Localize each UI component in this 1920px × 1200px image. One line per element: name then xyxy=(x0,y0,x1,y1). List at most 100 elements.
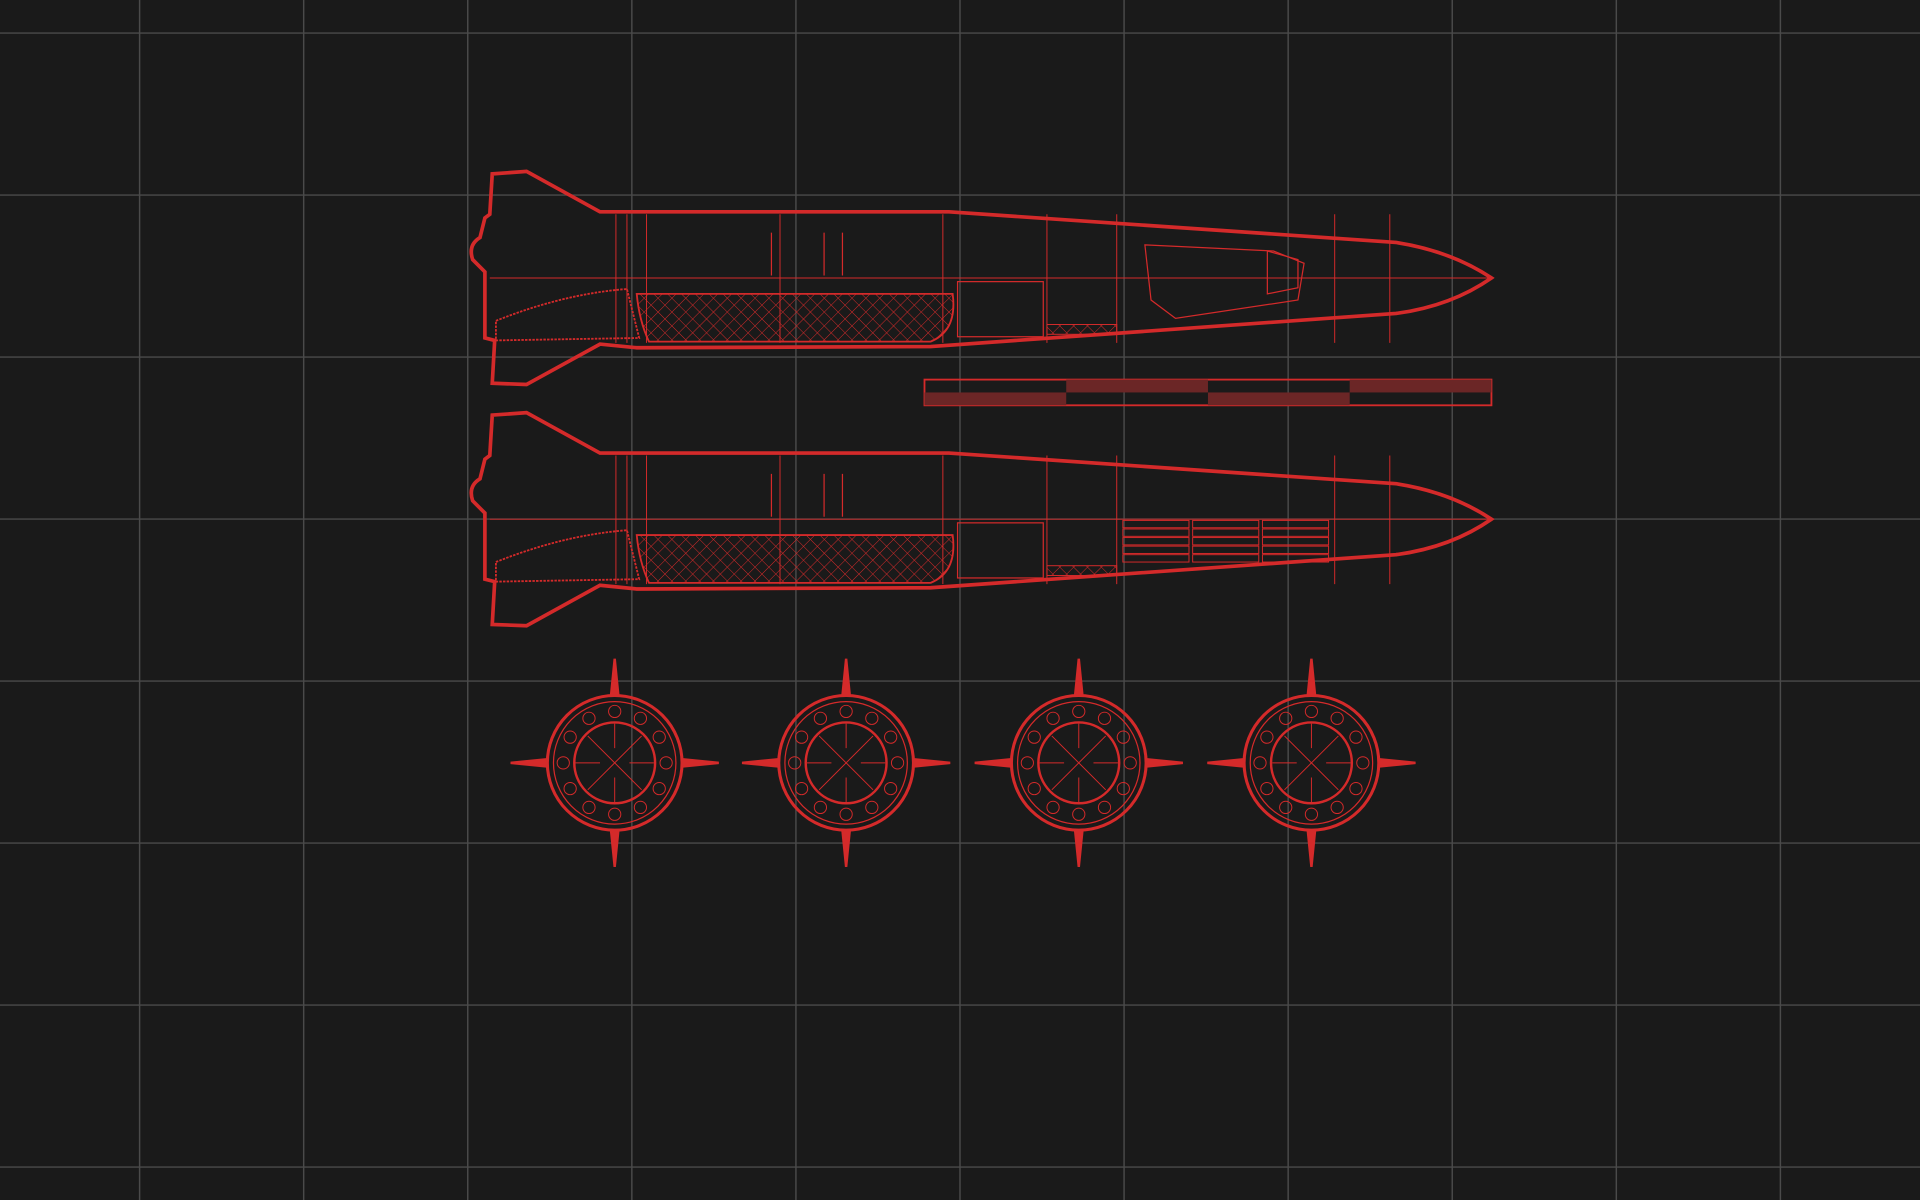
component-circle xyxy=(890,756,905,770)
component-circle xyxy=(1330,711,1344,725)
component-circle xyxy=(652,781,666,796)
component-circle xyxy=(813,800,828,815)
cross-section-views xyxy=(510,658,1416,868)
fuel-line xyxy=(1046,324,1118,335)
component-circle xyxy=(659,756,673,770)
component-circle xyxy=(1027,781,1041,796)
crosshair xyxy=(575,723,654,803)
rocket-motor-grain xyxy=(635,534,955,584)
submunition xyxy=(1261,528,1330,537)
submunition xyxy=(1261,519,1330,529)
fuel-line xyxy=(1046,565,1118,577)
nozzle-section xyxy=(495,529,641,583)
cross-section xyxy=(741,658,951,868)
submunition xyxy=(1192,537,1260,546)
nozzle-section xyxy=(495,288,641,342)
core-ring xyxy=(573,721,657,805)
core-ring xyxy=(1269,721,1354,805)
core-ring xyxy=(1037,721,1121,805)
component-circle xyxy=(1097,711,1112,725)
component-circle xyxy=(1072,704,1086,719)
missile-outline xyxy=(469,410,1495,628)
pod-nose xyxy=(1266,250,1299,295)
component-circle xyxy=(608,807,622,821)
rocket-motor-grain xyxy=(635,292,955,343)
missile-side-views xyxy=(469,169,1495,628)
inner-ring xyxy=(1249,701,1374,825)
fins xyxy=(510,658,719,868)
component-circle xyxy=(794,781,809,796)
component-circle xyxy=(582,711,596,725)
outer-ring xyxy=(1242,693,1381,832)
missile-outline xyxy=(469,169,1495,387)
component-circle xyxy=(1304,704,1319,719)
crosshair xyxy=(1272,723,1351,803)
core-ring xyxy=(804,721,888,805)
guidance-bay xyxy=(956,281,1044,338)
component-circle xyxy=(563,781,577,796)
cross-section xyxy=(974,658,1183,868)
fins xyxy=(741,658,951,868)
submunition xyxy=(1261,545,1330,554)
component-circle xyxy=(1046,800,1060,815)
component-circle xyxy=(1097,800,1112,815)
component-circle xyxy=(608,704,622,719)
component-circle xyxy=(563,730,577,744)
scale-bar-segment xyxy=(1349,379,1492,393)
submunition xyxy=(1192,545,1260,554)
submunition xyxy=(1122,519,1190,529)
submunition xyxy=(1122,554,1190,563)
crosshair xyxy=(806,723,886,803)
component-circle xyxy=(839,704,853,719)
component-circle xyxy=(1027,730,1041,744)
component-circle xyxy=(1072,807,1086,821)
fins xyxy=(1207,658,1416,868)
outer-ring xyxy=(545,693,684,832)
inner-ring xyxy=(552,701,677,825)
component-circle xyxy=(1116,781,1130,796)
fins xyxy=(974,658,1183,868)
component-circle xyxy=(1260,781,1274,796)
component-circle xyxy=(652,730,666,744)
component-circle xyxy=(1279,711,1293,725)
component-circle xyxy=(556,756,570,770)
scale-bar-segment xyxy=(924,392,1067,406)
component-circle xyxy=(1253,756,1267,770)
submunition xyxy=(1122,545,1190,554)
submunition xyxy=(1122,537,1190,546)
component-circle xyxy=(1046,711,1060,725)
component-circle xyxy=(813,711,828,725)
crosshair xyxy=(1039,723,1118,803)
component-circle xyxy=(1020,756,1034,770)
component-circle xyxy=(839,807,853,821)
cross-section xyxy=(510,658,719,868)
scale-bar xyxy=(923,378,1493,407)
guidance-bay xyxy=(956,522,1044,579)
outer-ring xyxy=(1009,693,1148,832)
submunition xyxy=(1261,554,1330,563)
submunition xyxy=(1122,528,1190,537)
payload-pod xyxy=(1144,244,1305,320)
inner-ring xyxy=(784,701,908,825)
component-circle xyxy=(794,730,809,744)
component-circle xyxy=(865,711,879,725)
cross-section xyxy=(1207,658,1416,868)
component-circle xyxy=(633,800,648,815)
component-circle xyxy=(1349,781,1363,796)
component-circle xyxy=(884,730,898,744)
component-circle xyxy=(633,711,648,725)
inner-ring xyxy=(1016,701,1141,825)
component-circle xyxy=(865,800,879,815)
outer-ring xyxy=(777,693,915,832)
component-circle xyxy=(1330,800,1344,815)
component-circle xyxy=(1356,756,1370,770)
component-circle xyxy=(1123,756,1137,770)
component-circle xyxy=(1116,730,1130,744)
component-circle xyxy=(884,781,898,796)
submunition xyxy=(1261,537,1330,546)
missile-side-view xyxy=(469,169,1495,387)
missile-side-view xyxy=(469,410,1495,628)
scale-bar-segment xyxy=(1207,392,1350,406)
component-circle xyxy=(1304,807,1319,821)
